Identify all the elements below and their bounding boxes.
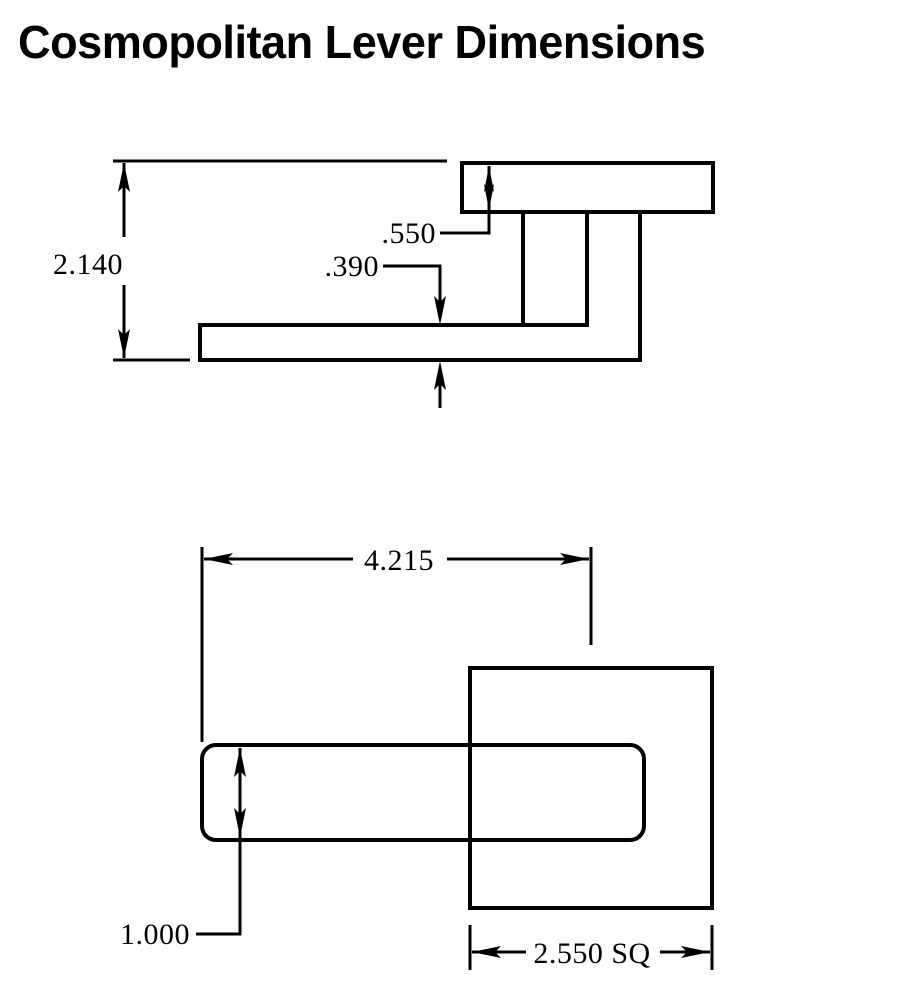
arrowhead-down bbox=[118, 329, 130, 358]
dimension-overall-length: 4.215 bbox=[200, 544, 593, 742]
dimension-label-overall-length: 4.215 bbox=[364, 544, 434, 577]
arrowhead-width-top bbox=[234, 748, 246, 777]
dimension-rose-thickness: .550 bbox=[382, 166, 494, 250]
leader-line-lever-width bbox=[196, 837, 242, 936]
arrowhead-lever-top bbox=[434, 296, 446, 325]
leader-line-lever-thickness-top bbox=[383, 264, 442, 318]
dimension-rose-size: 2.550 SQ bbox=[468, 925, 714, 970]
arrowhead-right bbox=[560, 553, 589, 565]
dimension-lever-width: 1.000 bbox=[120, 748, 246, 951]
dimension-label-rose-thickness: .550 bbox=[382, 217, 437, 250]
leader-line-rose-thickness bbox=[440, 214, 491, 235]
arrowhead-rose-right bbox=[681, 946, 710, 958]
dimension-label-lever-thickness: .390 bbox=[325, 250, 380, 283]
lever-arm-plan bbox=[200, 743, 646, 842]
arrowhead-rose-left bbox=[472, 946, 501, 958]
arrowhead-rose-bottom bbox=[484, 184, 494, 210]
rose-plate-side-profile bbox=[460, 161, 715, 214]
page-title: Cosmopolitan Lever Dimensions bbox=[18, 16, 706, 68]
dimension-label-overall-height: 2.140 bbox=[53, 248, 123, 281]
dimension-label-rose-size: 2.550 SQ bbox=[533, 937, 650, 970]
arrowhead-left bbox=[204, 553, 233, 565]
arrowhead-rose-top bbox=[484, 166, 494, 192]
rose-plate-plan bbox=[468, 666, 714, 910]
dimension-lever-thickness: .390 bbox=[325, 250, 446, 408]
plan-view: 4.215 1.000 2.550 SQ bbox=[120, 544, 714, 970]
arrowhead-width-bottom bbox=[234, 808, 246, 837]
arrowhead-lever-bottom bbox=[434, 361, 446, 390]
dimension-overall-height: 2.140 bbox=[53, 159, 447, 362]
dimension-label-lever-width: 1.000 bbox=[120, 918, 190, 951]
side-elevation-view: 2.140 .550 .390 bbox=[53, 159, 715, 408]
arrowhead-up bbox=[118, 163, 130, 192]
